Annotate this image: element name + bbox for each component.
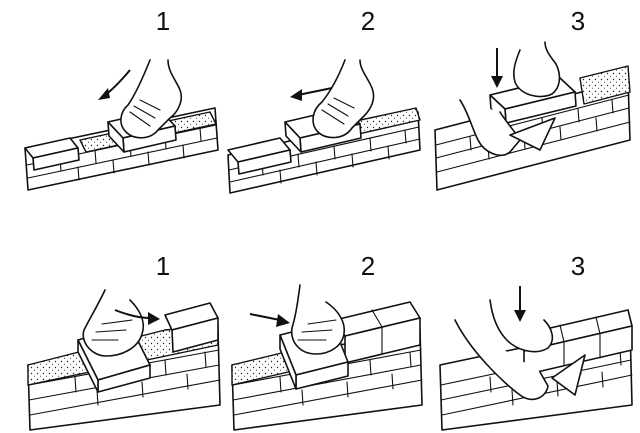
mortar-bed: [579, 65, 631, 105]
motion-arrow: [249, 313, 290, 327]
row2-step2-number: 2: [361, 251, 375, 281]
row2-step1-number: 1: [156, 251, 170, 281]
brick-wall: [227, 111, 421, 194]
row2-step3-number: 3: [571, 251, 585, 281]
laid-bricks: [227, 137, 292, 175]
hand: [120, 59, 183, 139]
motion-arrow: [514, 286, 526, 322]
hand: [513, 41, 561, 98]
laid-bricks: [164, 302, 219, 353]
hand: [454, 319, 549, 401]
hand: [291, 284, 346, 355]
motion-arrow: [290, 87, 333, 101]
row1-step3-number: 3: [571, 6, 585, 36]
row1-step1-number: 1: [156, 6, 170, 36]
trowel: [509, 117, 556, 151]
hand: [459, 99, 521, 156]
row1-step1-panel: [24, 59, 219, 191]
row2-step2-panel: [231, 284, 423, 431]
trowel: [551, 354, 586, 396]
row1-step3-panel: [434, 41, 631, 191]
hand: [312, 59, 375, 139]
hand: [489, 299, 554, 353]
row2-step3-panel: [439, 286, 633, 431]
laid-bricks: [24, 137, 80, 171]
row1-step2-panel: [227, 59, 421, 194]
row2-step1-panel: [27, 289, 221, 431]
motion-arrow: [491, 48, 503, 88]
motion-arrow: [114, 309, 160, 325]
row1-step2-number: 2: [361, 6, 375, 36]
motion-arrow: [98, 69, 131, 100]
